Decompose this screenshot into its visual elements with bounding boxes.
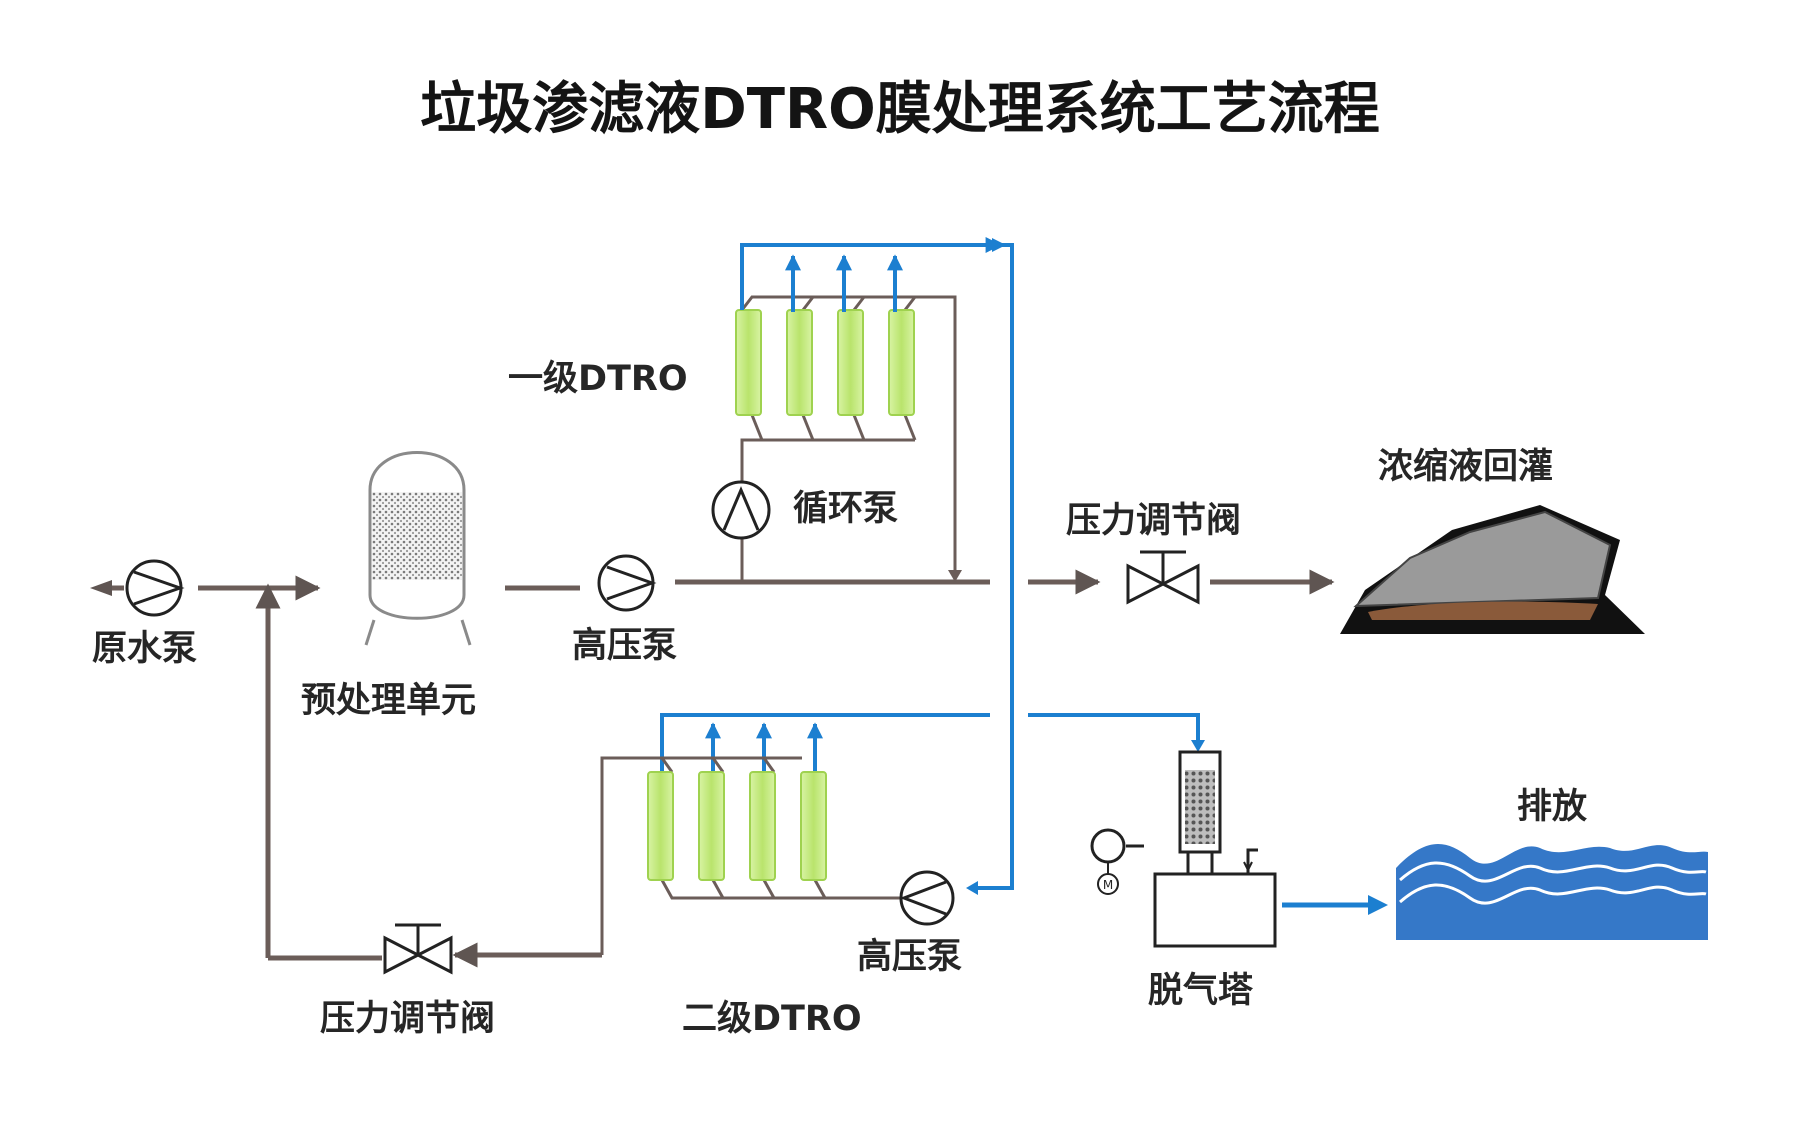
dtro-2-label: 二级DTRO (682, 999, 862, 1039)
hp-pump-1-label: 高压泵 (572, 626, 677, 666)
valve-bottom-label: 压力调节阀 (320, 999, 495, 1039)
membrane-module-icon (735, 309, 915, 416)
pretreatment-label: 预处理单元 (301, 681, 476, 721)
page-title: 垃圾渗滤液DTRO膜处理系统工艺流程 (420, 77, 1379, 142)
pump-icon (711, 480, 771, 540)
concentrate-label: 浓缩液回灌 (1378, 447, 1553, 487)
main-feed-line (505, 554, 990, 612)
pump-icon (899, 870, 955, 926)
valve-icon (1126, 550, 1200, 605)
hp-pump-2-label: 高压泵 (857, 937, 962, 977)
motor-letter: M (1103, 878, 1113, 892)
dtro-1-label: 一级DTRO (508, 359, 688, 399)
inlet-arrow (90, 580, 112, 596)
membrane-module-icon (647, 771, 827, 881)
degassing-tower-icon: M (1090, 750, 1388, 948)
raw-pump-label: 原水泵 (92, 629, 197, 669)
valve-icon (383, 923, 453, 975)
concentrate-line (1028, 550, 1335, 605)
pretreatment-vessel-icon (364, 451, 472, 646)
return-line (268, 923, 602, 975)
dtro-stage-2 (600, 713, 1205, 955)
motor-icon: M (1090, 828, 1144, 895)
pump-icon (597, 554, 657, 612)
dtro-stage-1 (711, 238, 1014, 895)
discharge-label: 排放 (1517, 787, 1587, 827)
degas-label: 脱气塔 (1148, 971, 1254, 1011)
valve-top-label: 压力调节阀 (1066, 501, 1241, 541)
raw-water-section (90, 559, 321, 958)
water-waves-icon (1396, 844, 1708, 940)
circ-pump-label: 循环泵 (793, 489, 898, 529)
pump-icon (125, 559, 185, 617)
landfill-pile-icon (1340, 505, 1645, 634)
